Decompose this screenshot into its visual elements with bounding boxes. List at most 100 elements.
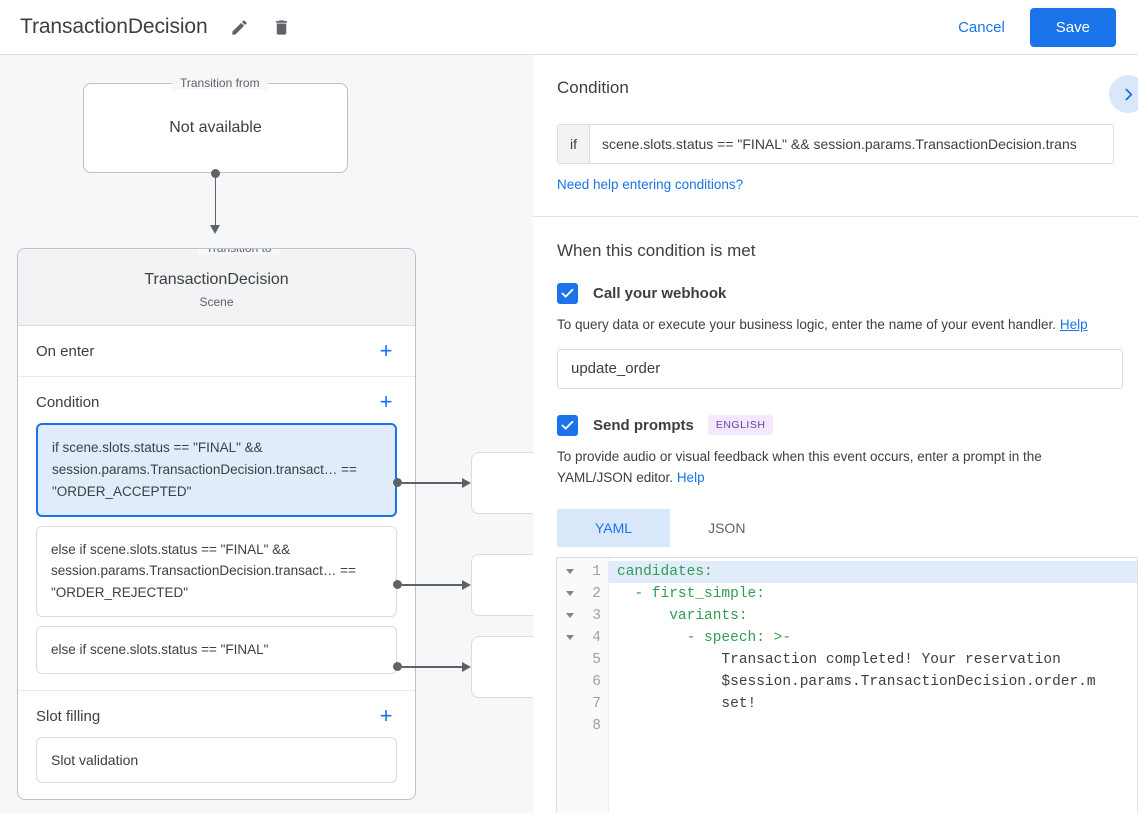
line-number: 2 xyxy=(592,585,601,602)
code-line[interactable]: variants: xyxy=(617,605,1137,627)
caret-down-icon xyxy=(566,635,574,641)
send-prompts-row: Send prompts ENGLISH xyxy=(557,414,1114,436)
condition-if-row[interactable]: if xyxy=(557,124,1114,164)
yaml-key: candidates: xyxy=(617,563,713,580)
if-label: if xyxy=(558,125,590,163)
pencil-icon[interactable] xyxy=(226,13,254,41)
condition-1-target-box[interactable] xyxy=(471,452,533,514)
scene-node-subtitle: Scene xyxy=(199,295,234,309)
tab-yaml[interactable]: YAML xyxy=(557,508,671,547)
code-line[interactable]: set! xyxy=(617,693,1137,715)
condition-item-3[interactable]: else if scene.slots.status == "FINAL" xyxy=(36,626,397,675)
line-number: 6 xyxy=(592,673,601,690)
condition-3-out-arrow xyxy=(462,661,471,672)
top-bar: TransactionDecision Cancel Save xyxy=(0,0,1138,55)
line-number: 3 xyxy=(592,607,601,624)
fold-toggle-1[interactable] xyxy=(557,561,583,583)
condition-2-out-line xyxy=(402,584,464,586)
line-number: 4 xyxy=(592,629,601,646)
send-prompts-checkbox[interactable] xyxy=(557,414,578,436)
send-prompts-description: To provide audio or visual feedback when… xyxy=(557,447,1114,489)
section-on-enter: On enter + xyxy=(18,326,415,377)
condition-3-out-dot xyxy=(393,662,402,671)
line-number: 7 xyxy=(592,695,601,712)
add-slot-filling-button[interactable]: + xyxy=(379,703,393,729)
yaml-key: - speech: >- xyxy=(617,629,792,646)
condition-item-2[interactable]: else if scene.slots.status == "FINAL" &&… xyxy=(36,525,397,618)
send-prompts-description-text: To provide audio or visual feedback when… xyxy=(557,448,1042,485)
call-webhook-label: Call your webhook xyxy=(593,285,727,302)
code-line[interactable] xyxy=(617,715,1137,737)
editor-format-tabs: YAML JSON xyxy=(557,508,1114,547)
connector-line xyxy=(214,173,216,227)
cancel-button[interactable]: Cancel xyxy=(944,10,1019,45)
section-slot-filling: Slot filling + Slot validation xyxy=(18,691,415,799)
slot-validation-item[interactable]: Slot validation xyxy=(36,737,397,784)
condition-3-out-line xyxy=(402,666,464,668)
send-prompts-label: Send prompts xyxy=(593,416,694,434)
webhook-help-link[interactable]: Help xyxy=(1059,317,1088,332)
call-webhook-description-text: To query data or execute your business l… xyxy=(557,317,1057,332)
fold-toggle-6 xyxy=(557,671,583,693)
fold-toggle-2[interactable] xyxy=(557,583,583,605)
transition-from-legend: Transition from xyxy=(172,76,268,90)
need-help-conditions-link[interactable]: Need help entering conditions? xyxy=(557,177,744,192)
yaml-editor[interactable]: 1 2 3 4 5 6 7 8 candidates: - first_simple: var… xyxy=(556,556,1138,813)
editor-fold-column xyxy=(557,557,583,813)
fold-toggle-8 xyxy=(557,715,583,737)
condition-1-out-arrow xyxy=(462,477,471,488)
call-webhook-description: To query data or execute your business l… xyxy=(557,315,1114,336)
event-handler-input[interactable] xyxy=(557,348,1123,389)
save-button[interactable]: Save xyxy=(1029,7,1116,47)
scene-node-name: TransactionDecision xyxy=(144,271,289,288)
condition-2-out-arrow xyxy=(462,579,471,590)
code-line[interactable]: Transaction completed! Your reservation xyxy=(617,649,1137,671)
transition-from-value: Not available xyxy=(169,119,262,136)
flow-canvas[interactable]: Transition from Not available Transition… xyxy=(0,55,533,813)
yaml-value: $session.params.TransactionDecision.orde… xyxy=(617,673,1096,690)
yaml-key: - first_simple: xyxy=(617,585,765,602)
line-number: 1 xyxy=(592,563,601,580)
condition-expression-input[interactable] xyxy=(590,125,1113,163)
code-line[interactable]: - speech: >- xyxy=(617,627,1137,649)
fold-toggle-4[interactable] xyxy=(557,627,583,649)
editor-code-area[interactable]: candidates: - first_simple: variants: - … xyxy=(609,558,1137,813)
condition-1-out-dot xyxy=(393,478,402,487)
caret-down-icon xyxy=(566,613,574,619)
trash-icon[interactable] xyxy=(268,13,296,41)
code-line[interactable]: - first_simple: xyxy=(617,583,1137,605)
condition-2-out-dot xyxy=(393,580,402,589)
editor-line-numbers: 1 2 3 4 5 6 7 8 xyxy=(583,557,609,813)
section-title-slot-filling: Slot filling xyxy=(36,707,101,725)
condition-heading: Condition xyxy=(557,78,629,97)
fold-toggle-3[interactable] xyxy=(557,605,583,627)
chevron-right-icon[interactable] xyxy=(1109,75,1138,113)
caret-down-icon xyxy=(566,569,574,575)
condition-2-target-box[interactable] xyxy=(471,554,533,616)
condition-item-1[interactable]: if scene.slots.status == "FINAL" && sess… xyxy=(36,423,397,517)
condition-3-target-box[interactable] xyxy=(471,636,533,698)
yaml-value: Transaction completed! Your reservation xyxy=(617,651,1061,668)
transition-from-box: Transition from Not available xyxy=(83,76,348,173)
tab-json[interactable]: JSON xyxy=(708,519,746,536)
call-webhook-checkbox[interactable] xyxy=(557,283,578,304)
code-line[interactable]: candidates: xyxy=(609,560,1137,583)
code-line[interactable]: $session.params.TransactionDecision.orde… xyxy=(617,671,1137,693)
condition-1-out-line xyxy=(402,482,464,484)
add-condition-button[interactable]: + xyxy=(379,389,393,414)
yaml-value: set! xyxy=(617,695,757,712)
page-title: TransactionDecision xyxy=(20,15,208,38)
scene-node-header: TransactionDecision Scene xyxy=(18,249,415,326)
connector-arrowhead xyxy=(210,225,220,234)
line-number: 5 xyxy=(592,651,601,668)
scene-node-card: Transition to TransactionDecision Scene … xyxy=(17,248,416,801)
yaml-key: variants: xyxy=(617,607,748,624)
add-on-enter-button[interactable]: + xyxy=(379,338,393,363)
fold-toggle-5 xyxy=(557,649,583,671)
block-spacer xyxy=(557,389,1114,415)
prompts-help-link[interactable]: Help xyxy=(676,469,705,485)
line-number: 8 xyxy=(592,717,601,734)
section-title-on-enter: On enter xyxy=(36,342,95,360)
when-condition-met-block: When this condition is met Call your web… xyxy=(533,217,1138,547)
section-condition: Condition + if scene.slots.status == "FI… xyxy=(18,377,415,692)
